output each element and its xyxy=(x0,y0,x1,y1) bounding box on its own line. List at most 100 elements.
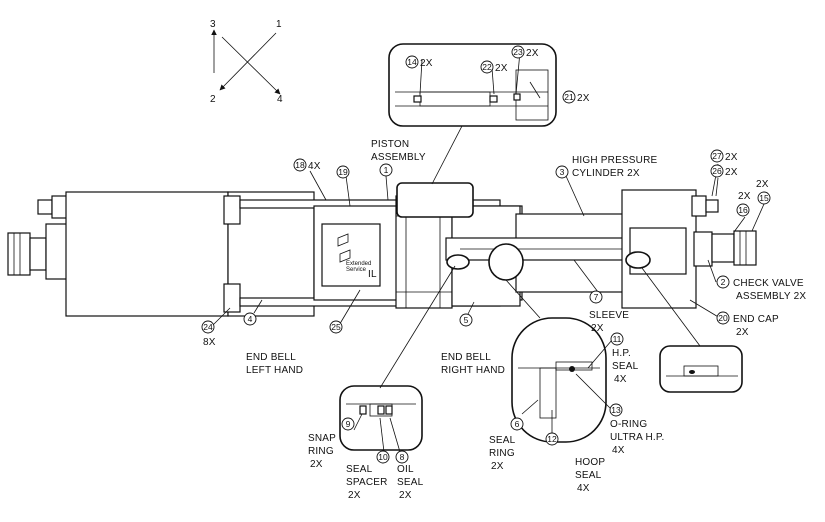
label-oil-seal: SEAL xyxy=(397,477,424,488)
callout-6: 6 xyxy=(510,417,524,431)
label-21-qty: 2X xyxy=(577,93,590,104)
callout-22: 22 xyxy=(480,60,494,74)
label-seal-spacer-2: SPACER xyxy=(346,477,388,488)
label-14-qty: 2X xyxy=(420,58,433,69)
seal-highlight-center xyxy=(488,243,524,281)
svg-text:26: 26 xyxy=(712,166,722,176)
svg-text:7: 7 xyxy=(594,292,599,302)
callout-10: 10 xyxy=(376,450,390,464)
label-hoop-qty: 4X xyxy=(577,483,590,494)
label-right-hand: RIGHT HAND xyxy=(441,365,505,376)
axis-4-arrow xyxy=(221,36,281,95)
svg-text:23: 23 xyxy=(513,47,523,57)
callout-3: 3 xyxy=(555,165,569,179)
label-end-bell-right: END BELL xyxy=(441,352,491,363)
label-check-valve: CHECK VALVE xyxy=(733,278,804,289)
label-seal-ring-2: RING xyxy=(489,448,515,459)
callout-14: 14 xyxy=(405,55,419,69)
callout-9: 9 xyxy=(341,417,355,431)
plate-text-3: IL xyxy=(368,269,377,280)
label-seal-ring-qty: 2X xyxy=(491,461,504,472)
label-seal-spacer-1: SEAL xyxy=(346,464,373,475)
left-fitting-body xyxy=(45,223,69,280)
svg-text:16: 16 xyxy=(738,205,748,215)
label-oil-qty: 2X xyxy=(399,490,412,501)
callouts: 1 2 3 4 5 6 7 8 9 10 11 12 13 14 15 16 1… xyxy=(201,45,771,464)
svg-text:24: 24 xyxy=(203,322,213,332)
svg-text:25: 25 xyxy=(331,322,341,332)
callout-8: 8 xyxy=(395,450,409,464)
svg-text:19: 19 xyxy=(338,167,348,177)
main-assembly: Extended Service IL xyxy=(7,182,757,317)
callout-19: 19 xyxy=(336,165,350,179)
svg-text:21: 21 xyxy=(564,92,574,102)
piston-seal-highlight xyxy=(396,182,474,218)
label-check-assembly: ASSEMBLY 2X xyxy=(736,291,806,302)
label-27-qty: 2X xyxy=(725,152,738,163)
label-o-ring-qty: 4X xyxy=(612,445,625,456)
detail-snap-ring xyxy=(339,265,456,451)
label-23-qty: 2X xyxy=(526,48,539,59)
callout-7: 7 xyxy=(589,290,603,304)
label-ultra-hp: ULTRA H.P. xyxy=(610,432,664,443)
label-piston: PISTON xyxy=(371,139,409,150)
callout-18: 18 xyxy=(293,158,307,172)
axis-label-3: 3 xyxy=(210,19,216,30)
label-oil: OIL xyxy=(397,464,414,475)
label-18-qty: 4X xyxy=(308,161,321,172)
svg-text:5: 5 xyxy=(464,315,469,325)
axis-2-arrow xyxy=(219,32,277,91)
callout-15: 15 xyxy=(757,191,771,205)
svg-text:9: 9 xyxy=(346,419,351,429)
callout-26: 26 xyxy=(710,164,724,178)
svg-text:1: 1 xyxy=(384,165,389,175)
label-15-qty: 2X xyxy=(756,179,769,190)
svg-text:22: 22 xyxy=(482,62,492,72)
callout-12: 12 xyxy=(545,432,559,446)
axis-label-2: 2 xyxy=(210,94,216,105)
axis-label-4: 4 xyxy=(277,94,283,105)
label-assembly: ASSEMBLY xyxy=(371,152,426,163)
label-cylinder-2x: CYLINDER 2X xyxy=(572,168,640,179)
label-sleeve: SLEEVE xyxy=(589,310,629,321)
callout-4: 4 xyxy=(243,312,257,326)
detail-piston-seals xyxy=(388,43,557,185)
label-hoop: HOOP xyxy=(575,457,605,468)
label-26-qty: 2X xyxy=(725,167,738,178)
label-seal-spacer-qty: 2X xyxy=(348,490,361,501)
callout-23: 23 xyxy=(511,45,525,59)
plate-text-1: Extended xyxy=(346,261,371,267)
svg-text:2: 2 xyxy=(721,277,726,287)
left-cylinder xyxy=(65,191,229,317)
label-hp: H.P. xyxy=(612,348,631,359)
seal-highlight-right xyxy=(625,251,651,269)
label-end-cap-qty: 2X xyxy=(736,327,749,338)
svg-text:11: 11 xyxy=(613,334,622,344)
callout-5: 5 xyxy=(459,313,473,327)
svg-text:18: 18 xyxy=(295,160,305,170)
leader-top-detail xyxy=(431,125,463,185)
part-labels: PISTON ASSEMBLY HIGH PRESSURE CYLINDER 2… xyxy=(203,48,806,501)
callout-21: 21 xyxy=(562,90,576,104)
callout-20: 20 xyxy=(716,311,730,325)
detail-endcap-seal xyxy=(641,267,743,393)
callout-1: 1 xyxy=(379,163,393,177)
callout-25: 25 xyxy=(329,320,343,334)
label-snap-qty: 2X xyxy=(310,459,323,470)
label-22-qty: 2X xyxy=(495,63,508,74)
detail-hoop-seal xyxy=(505,279,607,443)
svg-text:8: 8 xyxy=(400,452,405,462)
label-snap: SNAP xyxy=(308,433,336,444)
svg-text:27: 27 xyxy=(712,151,722,161)
detail-box-snap xyxy=(339,385,423,451)
svg-text:20: 20 xyxy=(718,313,728,323)
label-16-qty: 2X xyxy=(738,191,751,202)
left-fitting-nut xyxy=(7,232,31,276)
label-high-pressure: HIGH PRESSURE xyxy=(572,155,658,166)
svg-text:14: 14 xyxy=(407,57,417,67)
label-hoop-seal: SEAL xyxy=(575,470,602,481)
axis-label-1: 1 xyxy=(276,19,282,30)
label-seal-ring-1: SEAL xyxy=(489,435,516,446)
svg-text:10: 10 xyxy=(378,452,388,462)
